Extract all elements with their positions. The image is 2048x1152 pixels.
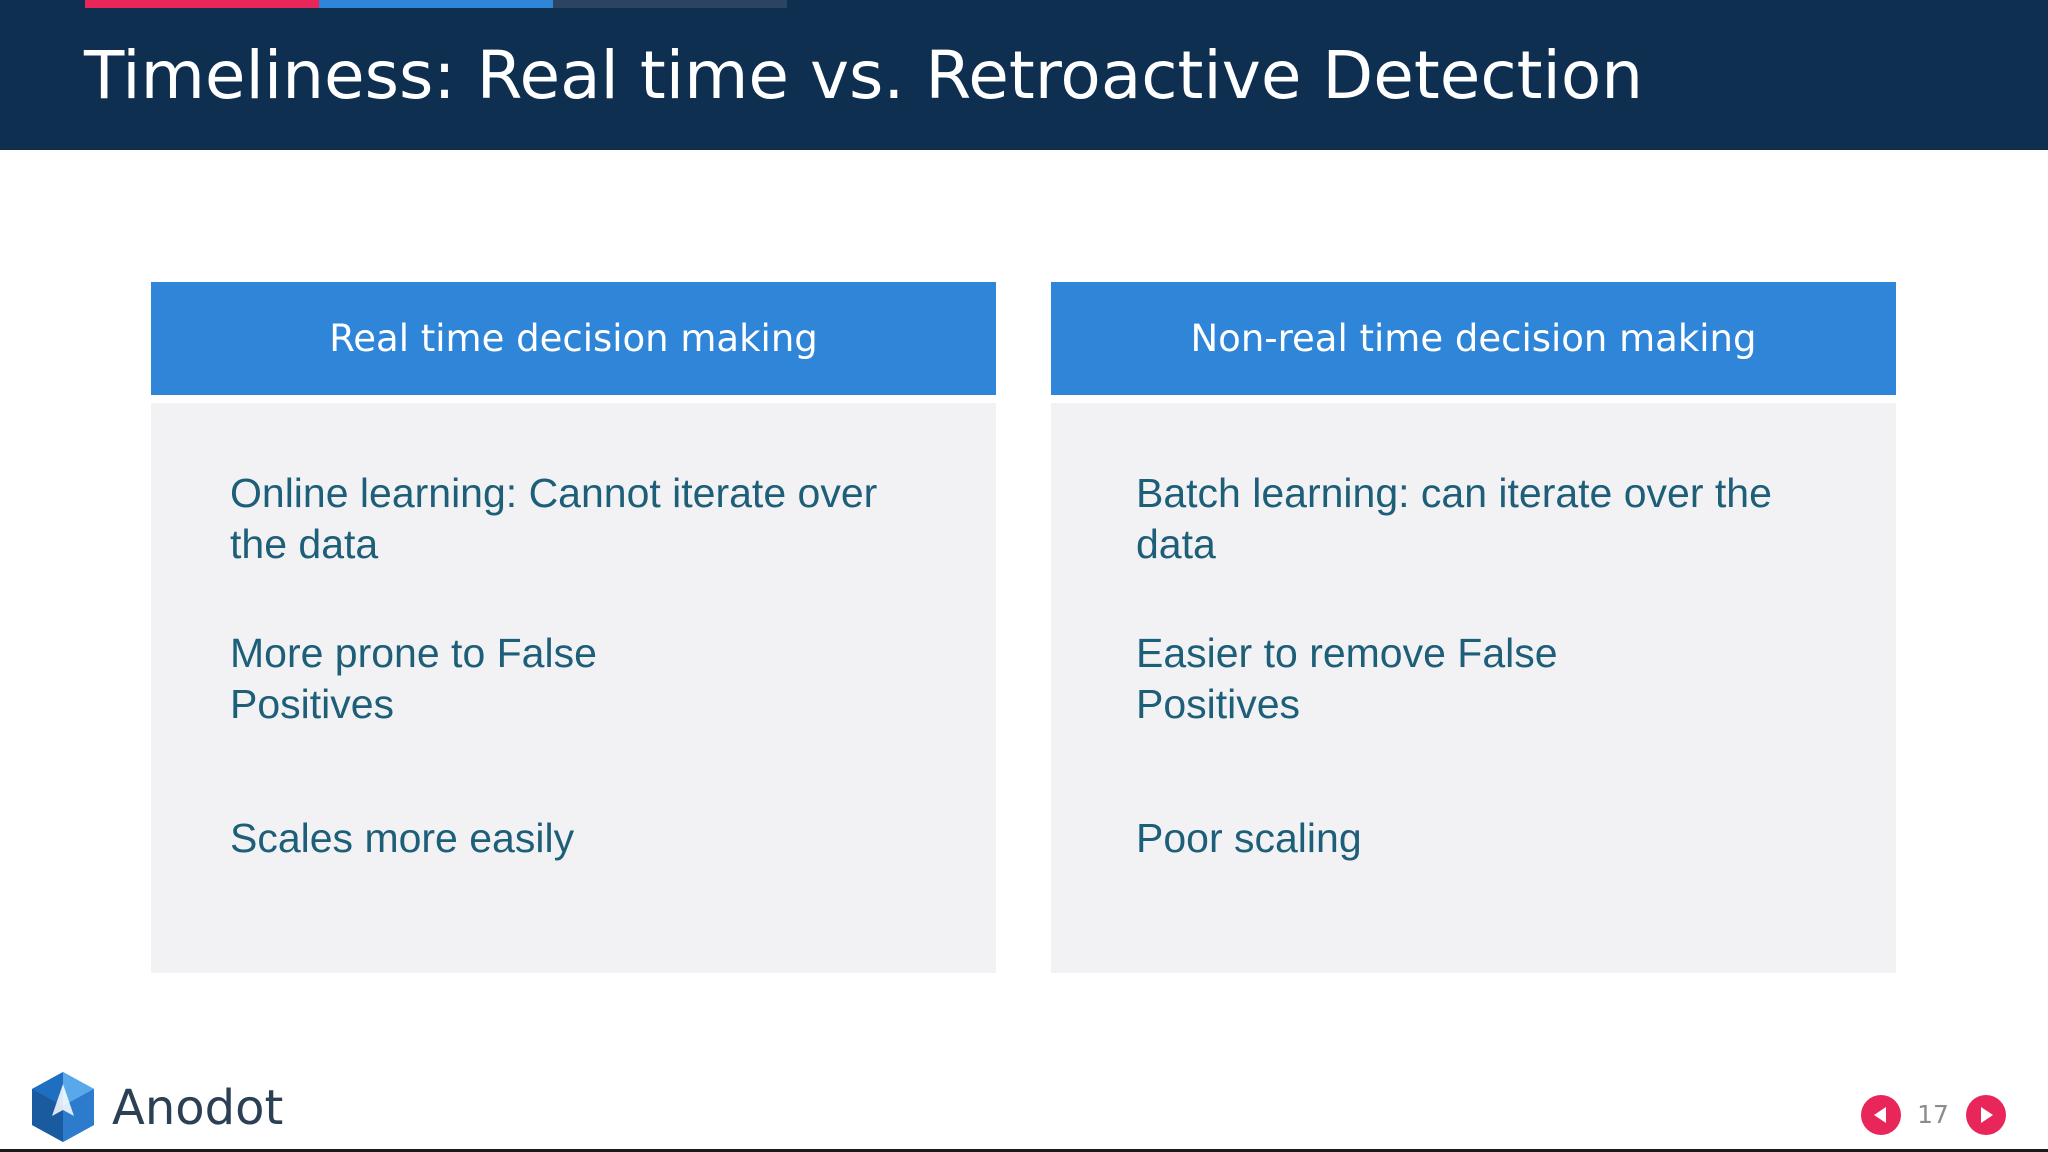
list-item: More prone to False Positives — [230, 630, 597, 727]
column-body — [1051, 403, 1896, 973]
prev-slide-button[interactable] — [1861, 1095, 1901, 1135]
bottom-border — [0, 1149, 2048, 1152]
next-slide-button[interactable] — [1966, 1095, 2006, 1135]
column-non-real-time: Non-real time decision making — [1051, 282, 1896, 973]
next-slide-icon — [1981, 1107, 1993, 1123]
list-item: Easier to remove False Positives — [1136, 630, 1558, 727]
anodot-logo-icon — [30, 1070, 96, 1144]
list-item: Poor scaling — [1136, 815, 1362, 861]
prev-slide-icon — [1874, 1107, 1886, 1123]
column-real-time: Real time decision making — [151, 282, 996, 973]
list-item: Batch learning: can iterate over the dat… — [1136, 470, 1772, 567]
column-heading: Real time decision making — [151, 282, 996, 395]
slide-title: Timeliness: Real time vs. Retroactive De… — [84, 37, 1644, 114]
column-heading: Non-real time decision making — [1051, 282, 1896, 395]
column-body — [151, 403, 996, 973]
list-item: Online learning: Cannot iterate over the… — [230, 470, 878, 567]
accent-bar-dark — [553, 0, 787, 8]
page-number: 17 — [1917, 1100, 1949, 1129]
accent-bar-blue — [319, 0, 553, 8]
list-item: Scales more easily — [230, 815, 575, 861]
header-bar: Timeliness: Real time vs. Retroactive De… — [0, 0, 2048, 150]
accent-bar-red — [85, 0, 319, 8]
brand-name: Anodot — [112, 1080, 284, 1136]
